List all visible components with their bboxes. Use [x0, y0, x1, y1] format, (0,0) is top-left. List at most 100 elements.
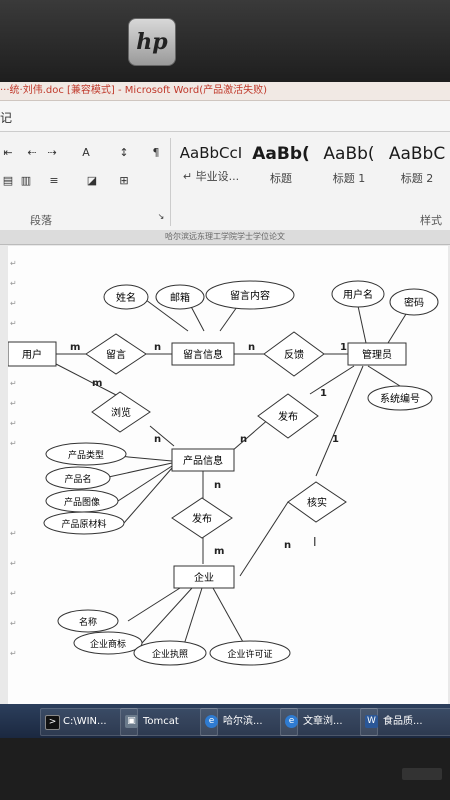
relation-leave-message: 留言 — [85, 333, 147, 375]
relation-label: 反馈 — [284, 348, 304, 361]
taskbar-item-cmd[interactable]: > C:\WIN... — [40, 708, 138, 736]
attr-username: 用户名 — [331, 280, 385, 308]
relation-publish-admin: 发布 — [257, 393, 319, 439]
entity-admin: 管理员 — [347, 342, 407, 366]
text-cursor-icon: I — [313, 535, 317, 549]
indent-icon[interactable]: ⇤ — [3, 146, 13, 159]
attr-label: 密码 — [404, 296, 424, 309]
taskbar-item-word[interactable]: W 食品质... — [360, 708, 450, 736]
taskbar-item-browser-2[interactable]: e 文章浏... — [280, 708, 378, 736]
attr-label: 留言内容 — [230, 289, 270, 302]
align-justify-icon[interactable]: ▤ — [2, 174, 14, 187]
attr-product-type: 产品类型 — [45, 442, 127, 466]
dialog-launcher-icon[interactable]: ↘ — [157, 212, 165, 221]
svg-text:↵: ↵ — [10, 559, 17, 568]
group-divider — [170, 138, 171, 226]
attr-label: 企业执照 — [152, 648, 188, 660]
relation-browse: 浏览 — [91, 391, 151, 433]
entity-label: 留言信息 — [183, 348, 223, 361]
ie-icon: e — [285, 715, 298, 728]
taskbar-label: 食品质... — [383, 716, 423, 727]
card-one: 1 — [340, 342, 347, 353]
style-name: 标题 — [270, 172, 292, 185]
attr-name: 姓名 — [103, 284, 149, 310]
style-name: 标题 2 — [400, 172, 434, 185]
borders-icon[interactable]: ⊞ — [119, 174, 129, 187]
ie-icon: e — [205, 715, 218, 728]
increase-indent-icon[interactable]: ⇢ — [47, 146, 57, 159]
taskbar-item-tomcat[interactable]: ▣ Tomcat — [120, 708, 218, 736]
style-normal[interactable]: AaBbCcI ↵ 毕业设... — [178, 144, 244, 192]
svg-text:↵: ↵ — [10, 529, 17, 538]
word-icon: W — [365, 715, 378, 728]
cmd-icon: > — [45, 715, 60, 730]
card-m: m — [70, 342, 80, 353]
card-n: n — [284, 540, 291, 551]
style-name: 标题 1 — [332, 172, 366, 185]
styles-group-label: 样式 — [420, 214, 442, 227]
card-n: n — [240, 434, 247, 445]
svg-text:↵: ↵ — [10, 399, 17, 408]
monitor-indicator — [402, 768, 442, 780]
window-titlebar: ···统·刘伟.doc [兼容模式] - Microsoft Word(产品激活… — [0, 82, 450, 101]
style-sample: AaBbC — [388, 144, 446, 164]
shading-icon[interactable]: ◪ — [86, 174, 98, 187]
card-n: n — [154, 342, 161, 353]
entity-message-info: 留言信息 — [171, 342, 235, 366]
attr-label: 邮箱 — [170, 291, 190, 304]
svg-text:↵: ↵ — [10, 319, 17, 328]
attr-label: 企业许可证 — [227, 648, 272, 660]
asian-layout-icon[interactable]: A — [82, 146, 90, 159]
entity-label: 产品信息 — [183, 454, 223, 467]
monitor-bezel-bottom — [0, 738, 450, 800]
style-name: ↵ 毕业设... — [182, 170, 240, 183]
sort-icon[interactable]: ↕ — [119, 146, 129, 159]
svg-text:↵: ↵ — [10, 649, 17, 658]
taskbar-label: C:\WIN... — [63, 716, 107, 727]
style-heading-2[interactable]: AaBbC 标题 2 — [384, 144, 450, 192]
screen: ···统·刘伟.doc [兼容模式] - Microsoft Word(产品激活… — [0, 82, 450, 772]
svg-text:↵: ↵ — [10, 379, 17, 388]
attr-label: 产品图像 — [64, 496, 100, 508]
attr-product-material: 产品原材料 — [43, 511, 125, 535]
svg-text:↵: ↵ — [10, 279, 17, 288]
attr-system-id: 系统编号 — [367, 385, 433, 411]
menu-item[interactable]: 记 — [0, 111, 13, 125]
taskbar-item-browser-1[interactable]: e 哈尔滨... — [200, 708, 298, 736]
attr-email: 邮箱 — [155, 284, 205, 310]
relation-label: 发布 — [192, 512, 212, 525]
paragraph-group-label: 段落 — [30, 214, 52, 227]
show-marks-icon[interactable]: ¶ — [152, 146, 160, 159]
style-sample: AaBb( — [323, 144, 375, 164]
relation-verify: 核实 — [287, 481, 347, 523]
svg-text:↵: ↵ — [10, 589, 17, 598]
style-heading-1[interactable]: AaBb( 标题 1 — [316, 144, 382, 192]
card-one: 1 — [332, 434, 339, 445]
er-diagram: ↵↵↵ ↵↵↵ ↵↵↵ ↵↵↵ ↵ 用户 留言 留言信息 反馈 — [7, 259, 439, 666]
style-title[interactable]: AaBb( 标题 — [248, 144, 314, 192]
attr-ent-permit: 企业许可证 — [209, 640, 291, 666]
tomcat-icon: ▣ — [125, 715, 138, 728]
distribute-icon[interactable]: ▥ — [20, 174, 32, 187]
decrease-indent-icon[interactable]: ⇠ — [27, 146, 37, 159]
card-m: m — [214, 546, 224, 557]
style-sample: AaBbCcI — [179, 144, 243, 162]
style-sample: AaBb( — [252, 144, 310, 164]
menubar: 记 — [0, 101, 450, 132]
diagram-connectors — [55, 296, 407, 652]
relation-publish-enterprise: 发布 — [171, 497, 233, 539]
attr-label: 企业商标 — [90, 638, 126, 650]
card-n: n — [154, 434, 161, 445]
attr-ent-name: 名称 — [57, 609, 119, 633]
svg-text:↵: ↵ — [10, 419, 17, 428]
attr-product-name: 产品名 — [45, 466, 111, 490]
entity-label: 管理员 — [362, 348, 392, 361]
attr-password: 密码 — [389, 288, 439, 316]
taskbar-label: Tomcat — [143, 716, 179, 727]
line-spacing-icon[interactable]: ≡ — [49, 174, 59, 187]
taskbar: > C:\WIN... ▣ Tomcat e 哈尔滨... e 文章浏... W… — [0, 704, 450, 738]
page-header-band: 哈尔滨远东理工学院学士学位论文 — [0, 230, 450, 245]
attr-label: 产品名 — [64, 473, 91, 485]
entity-label: 企业 — [194, 571, 214, 584]
entity-label: 用户 — [22, 348, 42, 361]
